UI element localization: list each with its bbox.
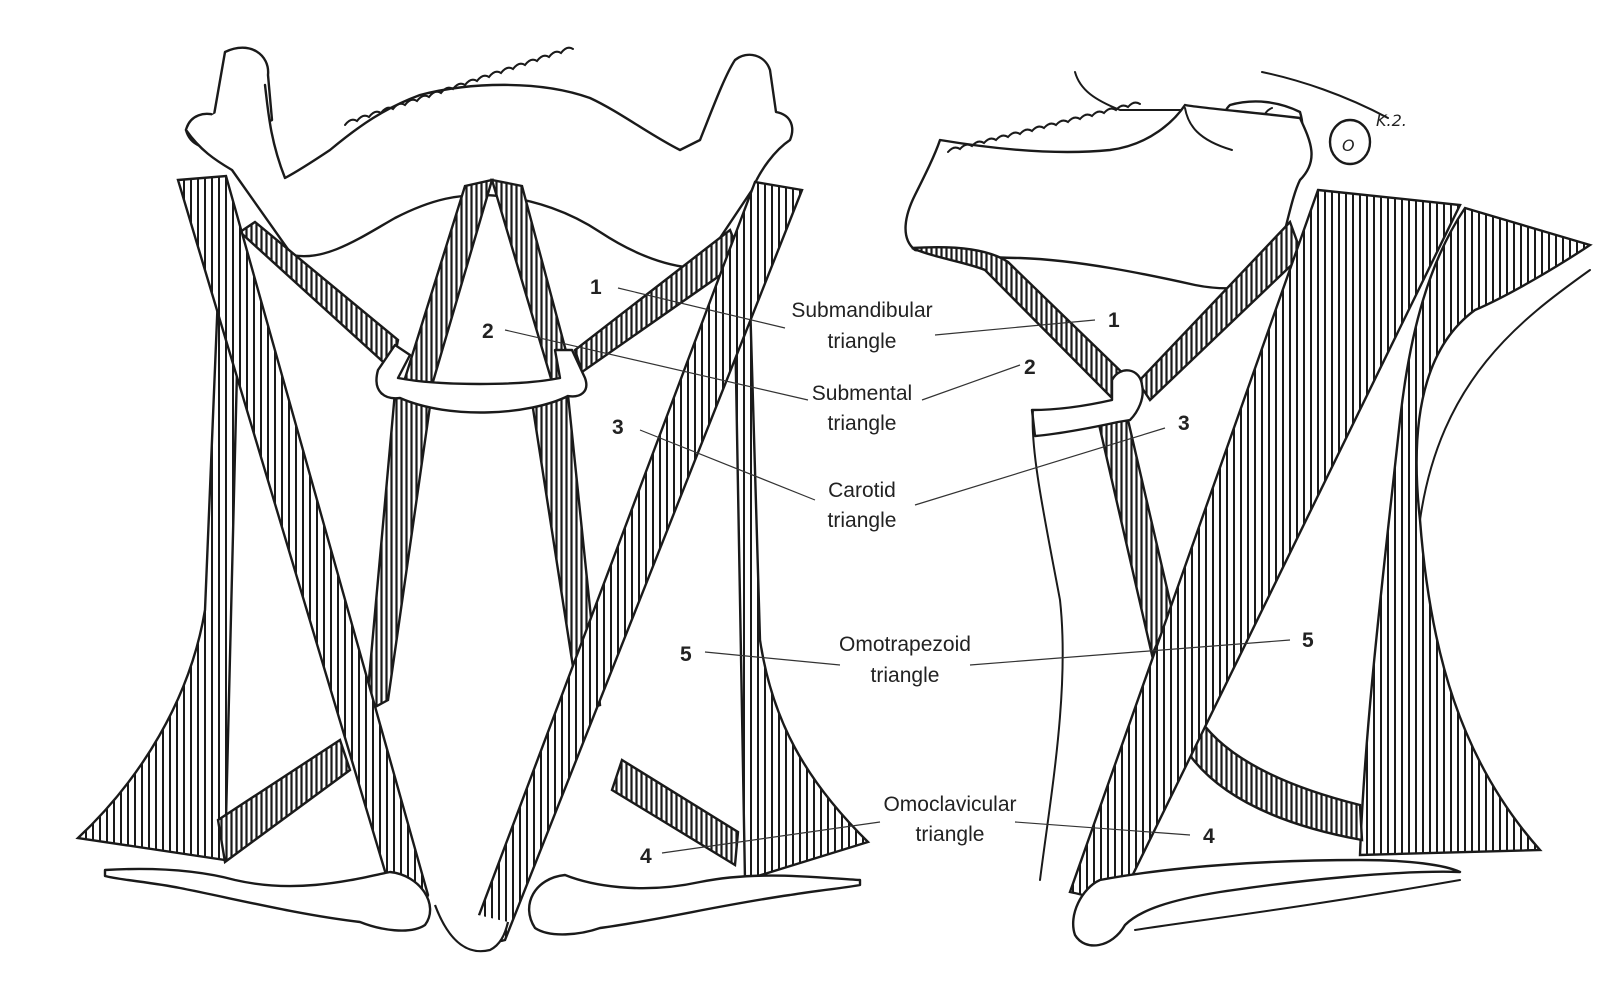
number-1-anterior: 1 [590, 276, 602, 299]
label-omotrapezoid-line1: Omotrapezoid [839, 633, 971, 656]
clavicle-lateral [1072, 858, 1462, 947]
omohyoid-inferior-left [216, 738, 352, 865]
omohyoid-inferior-right [610, 758, 740, 868]
mandibular-notch [1184, 107, 1233, 151]
leader-1-left [617, 287, 786, 329]
condyle-mark: O [1342, 136, 1355, 155]
trapezius-left [75, 290, 240, 862]
omohyoid-inferior-lateral [1178, 709, 1364, 842]
number-2-anterior: 2 [482, 320, 494, 343]
hyoid-lateral [1030, 369, 1144, 438]
label-submental-line1: Submental [812, 382, 912, 405]
mandible-body-anterior [184, 53, 794, 270]
triangle-numbers: 1 1 2 2 3 3 5 5 4 4 [482, 276, 1314, 868]
label-carotid-line2: triangle [828, 509, 897, 532]
mandible-serration [344, 46, 574, 126]
artist-signature: K.2. [1376, 111, 1407, 130]
leader-2-right [921, 364, 1021, 401]
omohyoid-superior-lateral [1096, 418, 1174, 659]
leader-5-right [969, 639, 1291, 666]
triangle-labels: Submandibular triangle Submental triangl… [791, 299, 1016, 846]
number-5-lateral: 5 [1302, 629, 1314, 652]
trapezius-right [733, 296, 871, 882]
clavicle-right [527, 873, 862, 936]
mandible-serration-lateral [947, 101, 1141, 153]
anterior-view [75, 46, 871, 953]
clavicle-left [103, 867, 432, 932]
leader-5-left [704, 651, 841, 666]
face-outline [1074, 71, 1189, 111]
label-omoclavicular-line1: Omoclavicular [883, 793, 1016, 816]
number-4-lateral: 4 [1203, 825, 1215, 848]
leader-2-left [504, 329, 809, 401]
leader-1-right [934, 319, 1096, 336]
digastric-anterior-left [400, 178, 494, 394]
mastoid-process [1328, 118, 1372, 166]
number-2-lateral: 2 [1024, 356, 1036, 379]
leader-4-right [1014, 821, 1191, 836]
label-omoclavicular-line2: triangle [916, 823, 985, 846]
label-submental-line2: triangle [828, 412, 897, 435]
digastric-anterior-lateral [911, 245, 1137, 400]
leader-lines [504, 287, 1291, 854]
leader-4-left [661, 821, 881, 854]
leader-3-right [914, 427, 1166, 506]
number-4-anterior: 4 [640, 845, 652, 868]
digastric-posterior-left [238, 220, 400, 373]
label-submandibular-line1: Submandibular [791, 299, 932, 322]
hyoid-anterior [375, 343, 588, 414]
number-3-anterior: 3 [612, 416, 624, 439]
label-submandibular-line2: triangle [828, 330, 897, 353]
number-5-anterior: 5 [680, 643, 692, 666]
lateral-view: O K.2. [904, 71, 1593, 947]
clavicle-line-lateral [1134, 879, 1461, 931]
number-3-lateral: 3 [1178, 412, 1190, 435]
omohyoid-superior-left [364, 390, 434, 715]
trapezius-lateral [1358, 206, 1593, 857]
neck-front-contour [1031, 409, 1064, 881]
leader-3-left [639, 429, 816, 501]
skull-outline [1261, 71, 1389, 119]
sternum [433, 904, 510, 953]
number-1-lateral: 1 [1108, 309, 1120, 332]
label-omotrapezoid-line2: triangle [871, 664, 940, 687]
label-carotid-line1: Carotid [828, 479, 896, 502]
